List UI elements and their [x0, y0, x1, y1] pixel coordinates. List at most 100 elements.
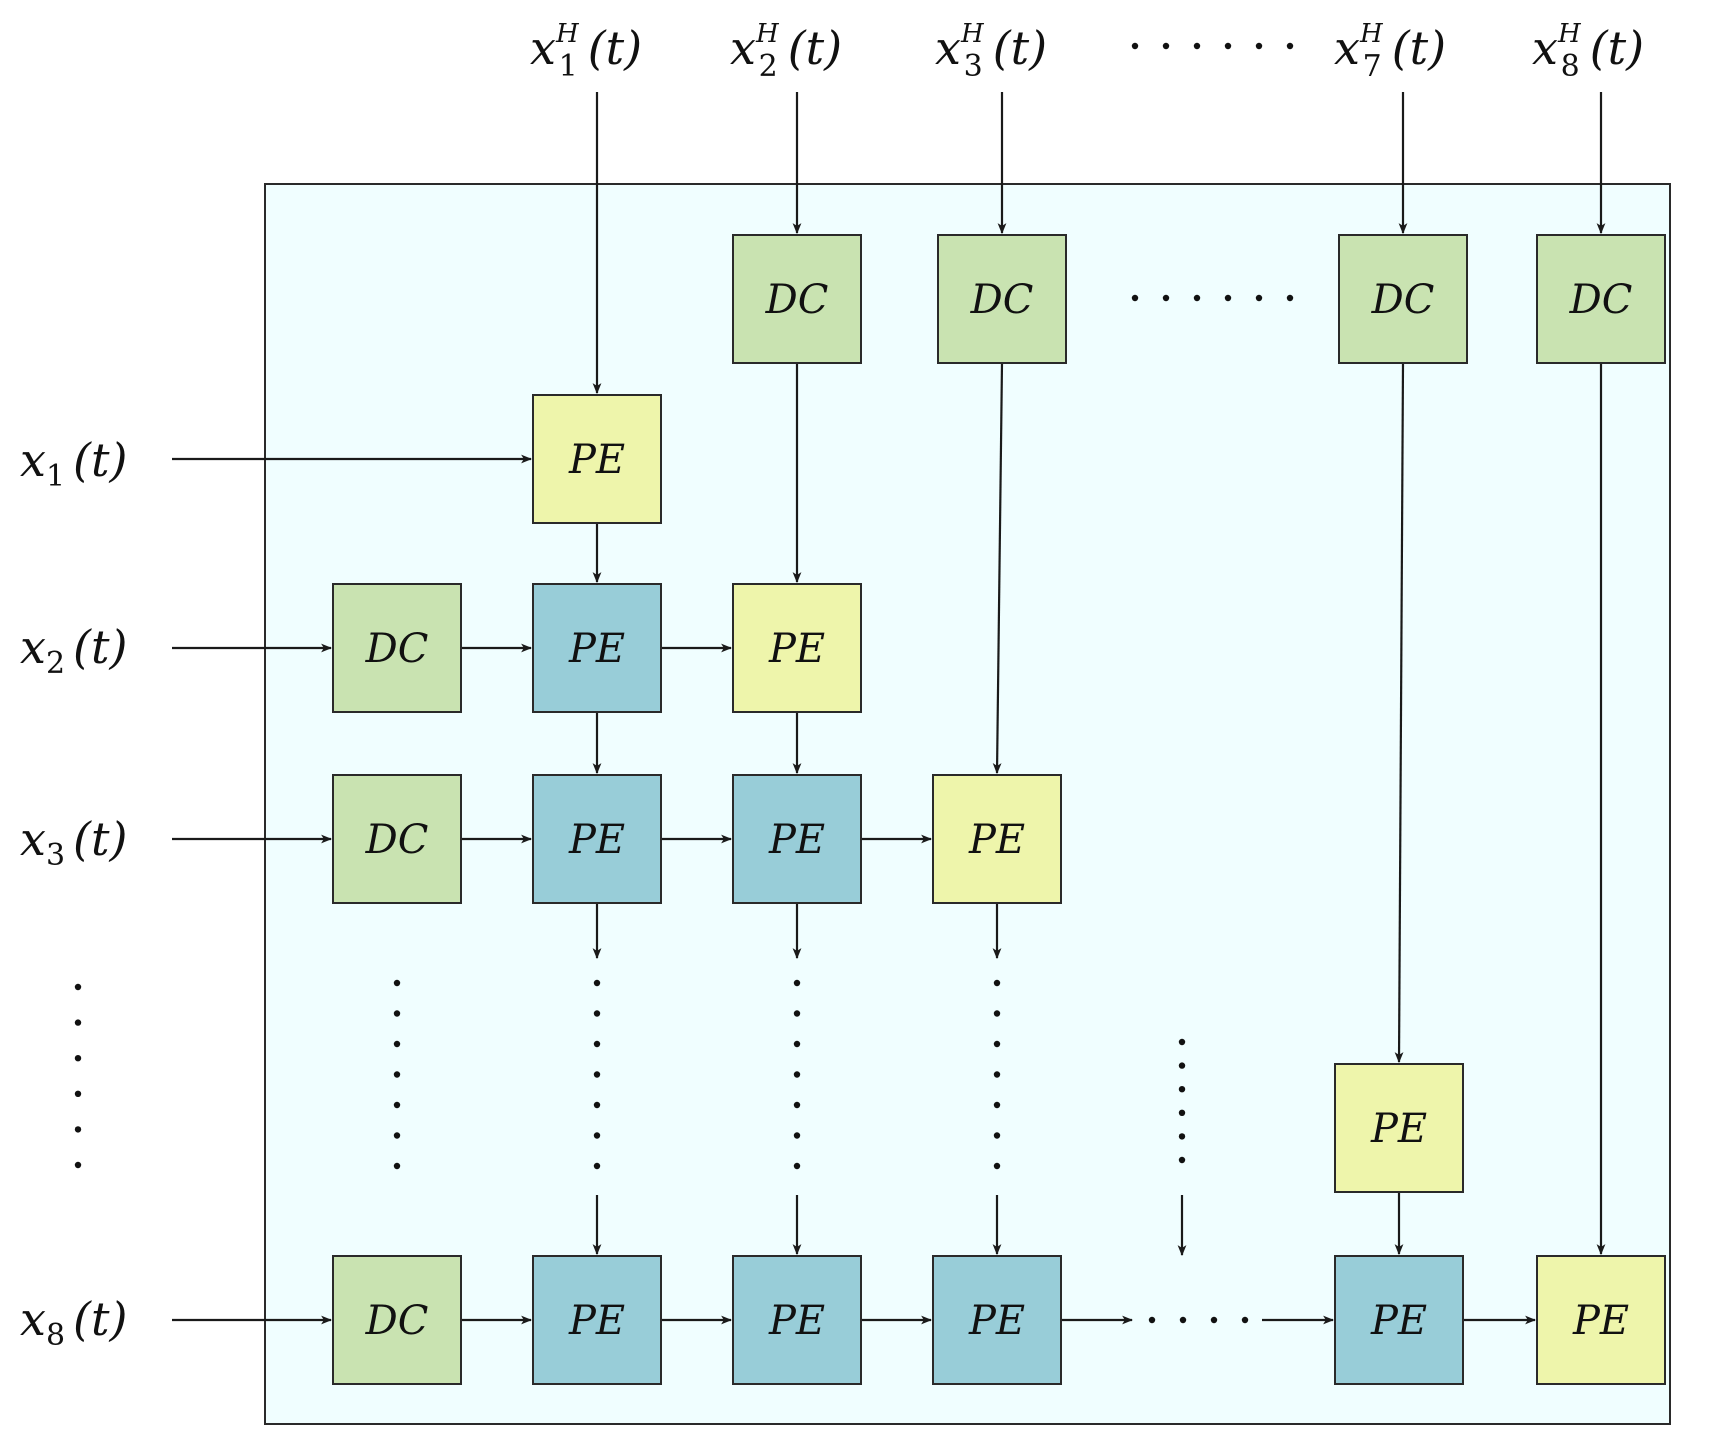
left-label-ellipsis-dot [74, 1161, 82, 1169]
gap-col-ellipsis-dot [1178, 1086, 1186, 1093]
dc-left-row2-rect [332, 583, 462, 713]
col3-ellipsis-dot [993, 979, 1001, 987]
row8-ellipsis [1148, 1316, 1249, 1324]
left-label-ellipsis-dot [74, 1090, 82, 1098]
left-label-ellipsis-dot [74, 1055, 82, 1062]
left-label-ellipsis [74, 983, 82, 1169]
col3-ellipsis [993, 979, 1001, 1170]
dc-left-row2-label: DC [365, 626, 429, 672]
row8-ellipsis-dot [1210, 1316, 1218, 1324]
gap-col-ellipsis-dot [1178, 1062, 1186, 1069]
dc-top-col8-label: DC [1569, 277, 1633, 323]
pe-row8-col1-rect [532, 1255, 662, 1385]
dc-top-col2: DC [732, 234, 862, 364]
dc-col-ellipsis-dot [393, 1010, 401, 1017]
dc-left-row2: DC [332, 583, 462, 713]
wire-dc3-pe33 [992, 362, 1004, 775]
dc-col-ellipsis-dot [393, 1101, 401, 1109]
pe-row8-col3-rect [932, 1255, 1062, 1385]
dc-row-ellipsis-dot [1255, 294, 1263, 302]
col1-ellipsis-dot [593, 979, 601, 987]
dc-top-col8-rect [1536, 234, 1666, 364]
dc-col-ellipsis [393, 979, 401, 1170]
wire-dc7-pe77 [1394, 362, 1405, 1064]
col1-ellipsis-dot [593, 1010, 601, 1017]
dc-row-ellipsis-dot [1286, 294, 1294, 302]
pe-row8-col2-label: PE [768, 1298, 825, 1344]
left-input-label-3: x3(t) [20, 812, 127, 873]
pe-row1-col1-rect [532, 394, 662, 524]
dc-top-col8: DC [1536, 234, 1666, 364]
col2-ellipsis-dot [793, 1162, 801, 1170]
col2-ellipsis-dot [793, 1071, 801, 1078]
col3-ellipsis-dot [993, 1010, 1001, 1017]
pe-row3-col2-label: PE [768, 817, 825, 863]
pe-row1-col1: PE [532, 394, 662, 524]
col3-ellipsis-dot [993, 1162, 1001, 1170]
col3-ellipsis-dot [993, 1071, 1001, 1078]
dc-top-col7: DC [1338, 234, 1468, 364]
dc-top-col3: DC [937, 234, 1067, 364]
col2-ellipsis-dot [793, 1101, 801, 1109]
left-input-label-8: x8(t) [20, 1292, 127, 1353]
connection-wires [172, 92, 1606, 1325]
pe-row8-col1-label: PE [568, 1298, 625, 1344]
gap-col-ellipsis [1178, 1038, 1186, 1164]
dc-left-row8-rect [332, 1255, 462, 1385]
pe-row7-col7: PE [1334, 1063, 1464, 1193]
pe-row8-col8-label: PE [1572, 1298, 1629, 1344]
pe-row8-col7: PE [1334, 1255, 1464, 1385]
pe-row8-col2-rect [732, 1255, 862, 1385]
pe-row3-col3-rect [932, 774, 1062, 904]
dc-top-col3-label: DC [970, 277, 1034, 323]
dc-left-row3: DC [332, 774, 462, 904]
dc-top-col7-rect [1338, 234, 1468, 364]
dc-row-ellipsis-dot [1162, 294, 1170, 302]
dc-col-ellipsis-dot [393, 1132, 401, 1139]
row8-ellipsis-dot [1148, 1316, 1156, 1324]
pe-row8-col7-label: PE [1370, 1298, 1427, 1344]
left-input-label-2: x2(t) [20, 620, 127, 681]
dc-left-row3-label: DC [365, 817, 429, 863]
pe-row2-col1-label: PE [568, 626, 625, 672]
pe-row3-col1-rect [532, 774, 662, 904]
col3-ellipsis-dot [993, 1101, 1001, 1109]
col1-ellipsis-dot [593, 1132, 601, 1139]
pe-row3-col2-rect [732, 774, 862, 904]
pe-row3-col2: PE [732, 774, 862, 904]
dc-left-row3-rect [332, 774, 462, 904]
top-label-ellipsis-dot [1131, 42, 1139, 50]
pe-row2-col2-label: PE [768, 626, 825, 672]
row8-ellipsis-dot [1241, 1316, 1249, 1324]
pe-row3-col1-label: PE [568, 817, 625, 863]
pe-row3-col3-label: PE [968, 817, 1025, 863]
col2-ellipsis-dot [793, 1040, 801, 1048]
left-label-ellipsis-dot [74, 983, 82, 991]
left-label-ellipsis-dot [74, 1126, 82, 1133]
top-label-ellipsis-dot [1224, 42, 1232, 50]
gap-col-ellipsis-dot [1178, 1156, 1186, 1164]
left-label-ellipsis-dot [74, 1019, 82, 1026]
col2-ellipsis-dot [793, 1010, 801, 1017]
dc-top-col3-rect [937, 234, 1067, 364]
col3-ellipsis-dot [993, 1040, 1001, 1048]
top-label-ellipsis-dot [1255, 42, 1263, 50]
pe-row8-col2: PE [732, 1255, 862, 1385]
top-label-ellipsis [1131, 42, 1294, 50]
dc-top-col7-label: DC [1371, 277, 1435, 323]
gap-col-ellipsis-dot [1178, 1038, 1186, 1046]
pe-row7-col7-label: PE [1370, 1106, 1427, 1152]
col2-ellipsis [793, 979, 801, 1170]
gap-col-ellipsis-dot [1178, 1133, 1186, 1140]
gap-col-ellipsis-dot [1178, 1109, 1186, 1117]
pe-row2-col2-rect [732, 583, 862, 713]
ellipsis-dots [74, 42, 1294, 1324]
dc-row-ellipsis [1131, 294, 1294, 302]
col1-ellipsis [593, 979, 601, 1170]
pe-row2-col1: PE [532, 583, 662, 713]
